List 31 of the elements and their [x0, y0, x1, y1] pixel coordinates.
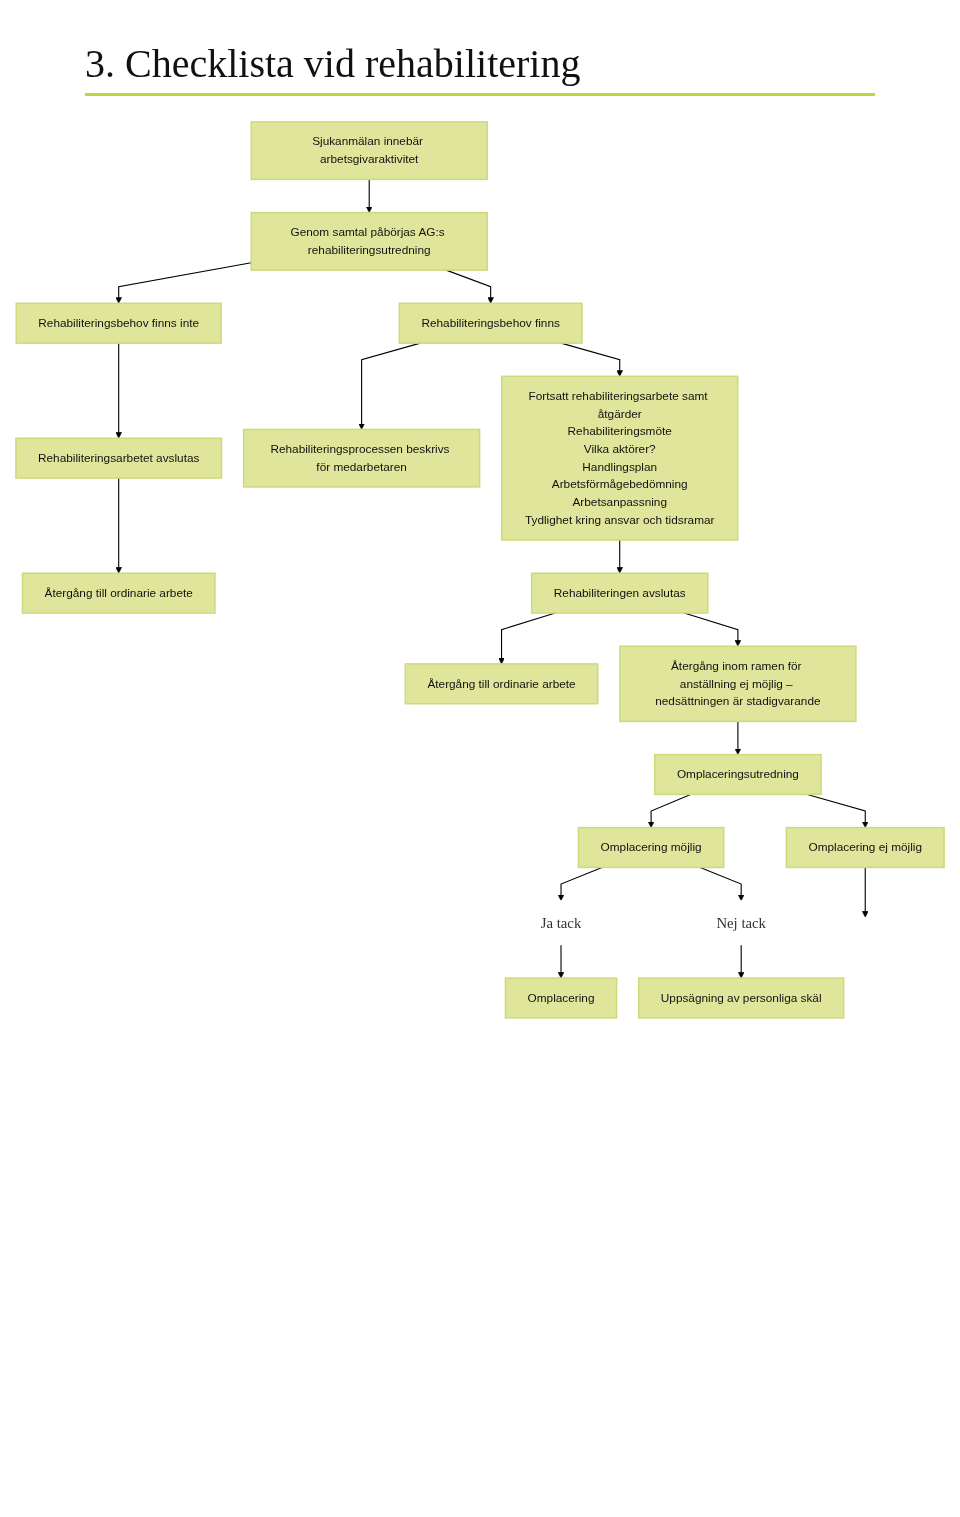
- node-box: Sjukanmälan innebär arbetsgivaraktivitet: [250, 121, 488, 181]
- node-box: Omplacering ej möjlig: [785, 826, 945, 869]
- arrow: [647, 793, 692, 828]
- arrow: [862, 866, 869, 918]
- arrow: [115, 262, 252, 304]
- node-box: Återgång till ordinarie arbete: [404, 663, 599, 705]
- arrow: [557, 866, 603, 901]
- arrow: [115, 342, 122, 439]
- title: 3. Checklista vid rehabilitering: [85, 40, 875, 96]
- node-box: Genom samtal påbörjas AG:s rehabiliteringsutredning: [250, 211, 488, 271]
- arrow: [115, 477, 122, 574]
- arrow: [365, 178, 373, 213]
- arrow: [734, 720, 742, 755]
- node-box: Omplaceringsutredning: [654, 753, 822, 796]
- arrow: [616, 539, 623, 574]
- node-box: Återgång inom ramen för anställning ej möjlig – nedsättningen är stadigvarande: [619, 645, 857, 723]
- node-text: Ja tack: [540, 914, 582, 931]
- node-box: Omplacering: [504, 977, 618, 1019]
- arrow: [557, 944, 565, 979]
- node-box: Rehabiliteringen avslutas: [530, 572, 709, 614]
- node-box: Omplacering möjlig: [577, 826, 725, 869]
- arrow: [737, 944, 745, 979]
- node-box: Rehabiliteringsbehov finns: [398, 302, 583, 344]
- node-box: Rehabiliteringsbehov finns inte: [15, 302, 222, 344]
- node-box: Uppsägning av personliga skäl: [637, 977, 845, 1019]
- node-box: Rehabiliteringsprocessen beskrivs för medarbetaren: [242, 428, 481, 488]
- node-box: Rehabiliteringsarbetet avslutas: [15, 437, 223, 479]
- node-text: Nej tack: [716, 914, 766, 931]
- arrow: [699, 866, 745, 901]
- node-box: Återgång till ordinarie arbete: [21, 572, 216, 614]
- node-box: Fortsatt rehabiliteringsarbete samt åtgärder Rehabiliteringsmöte Vilka aktörer? Handlingsplan Arbetsförmågebedömning Arbetsanpassning Tydlighet kring ansvar och tidsramar: [501, 375, 739, 541]
